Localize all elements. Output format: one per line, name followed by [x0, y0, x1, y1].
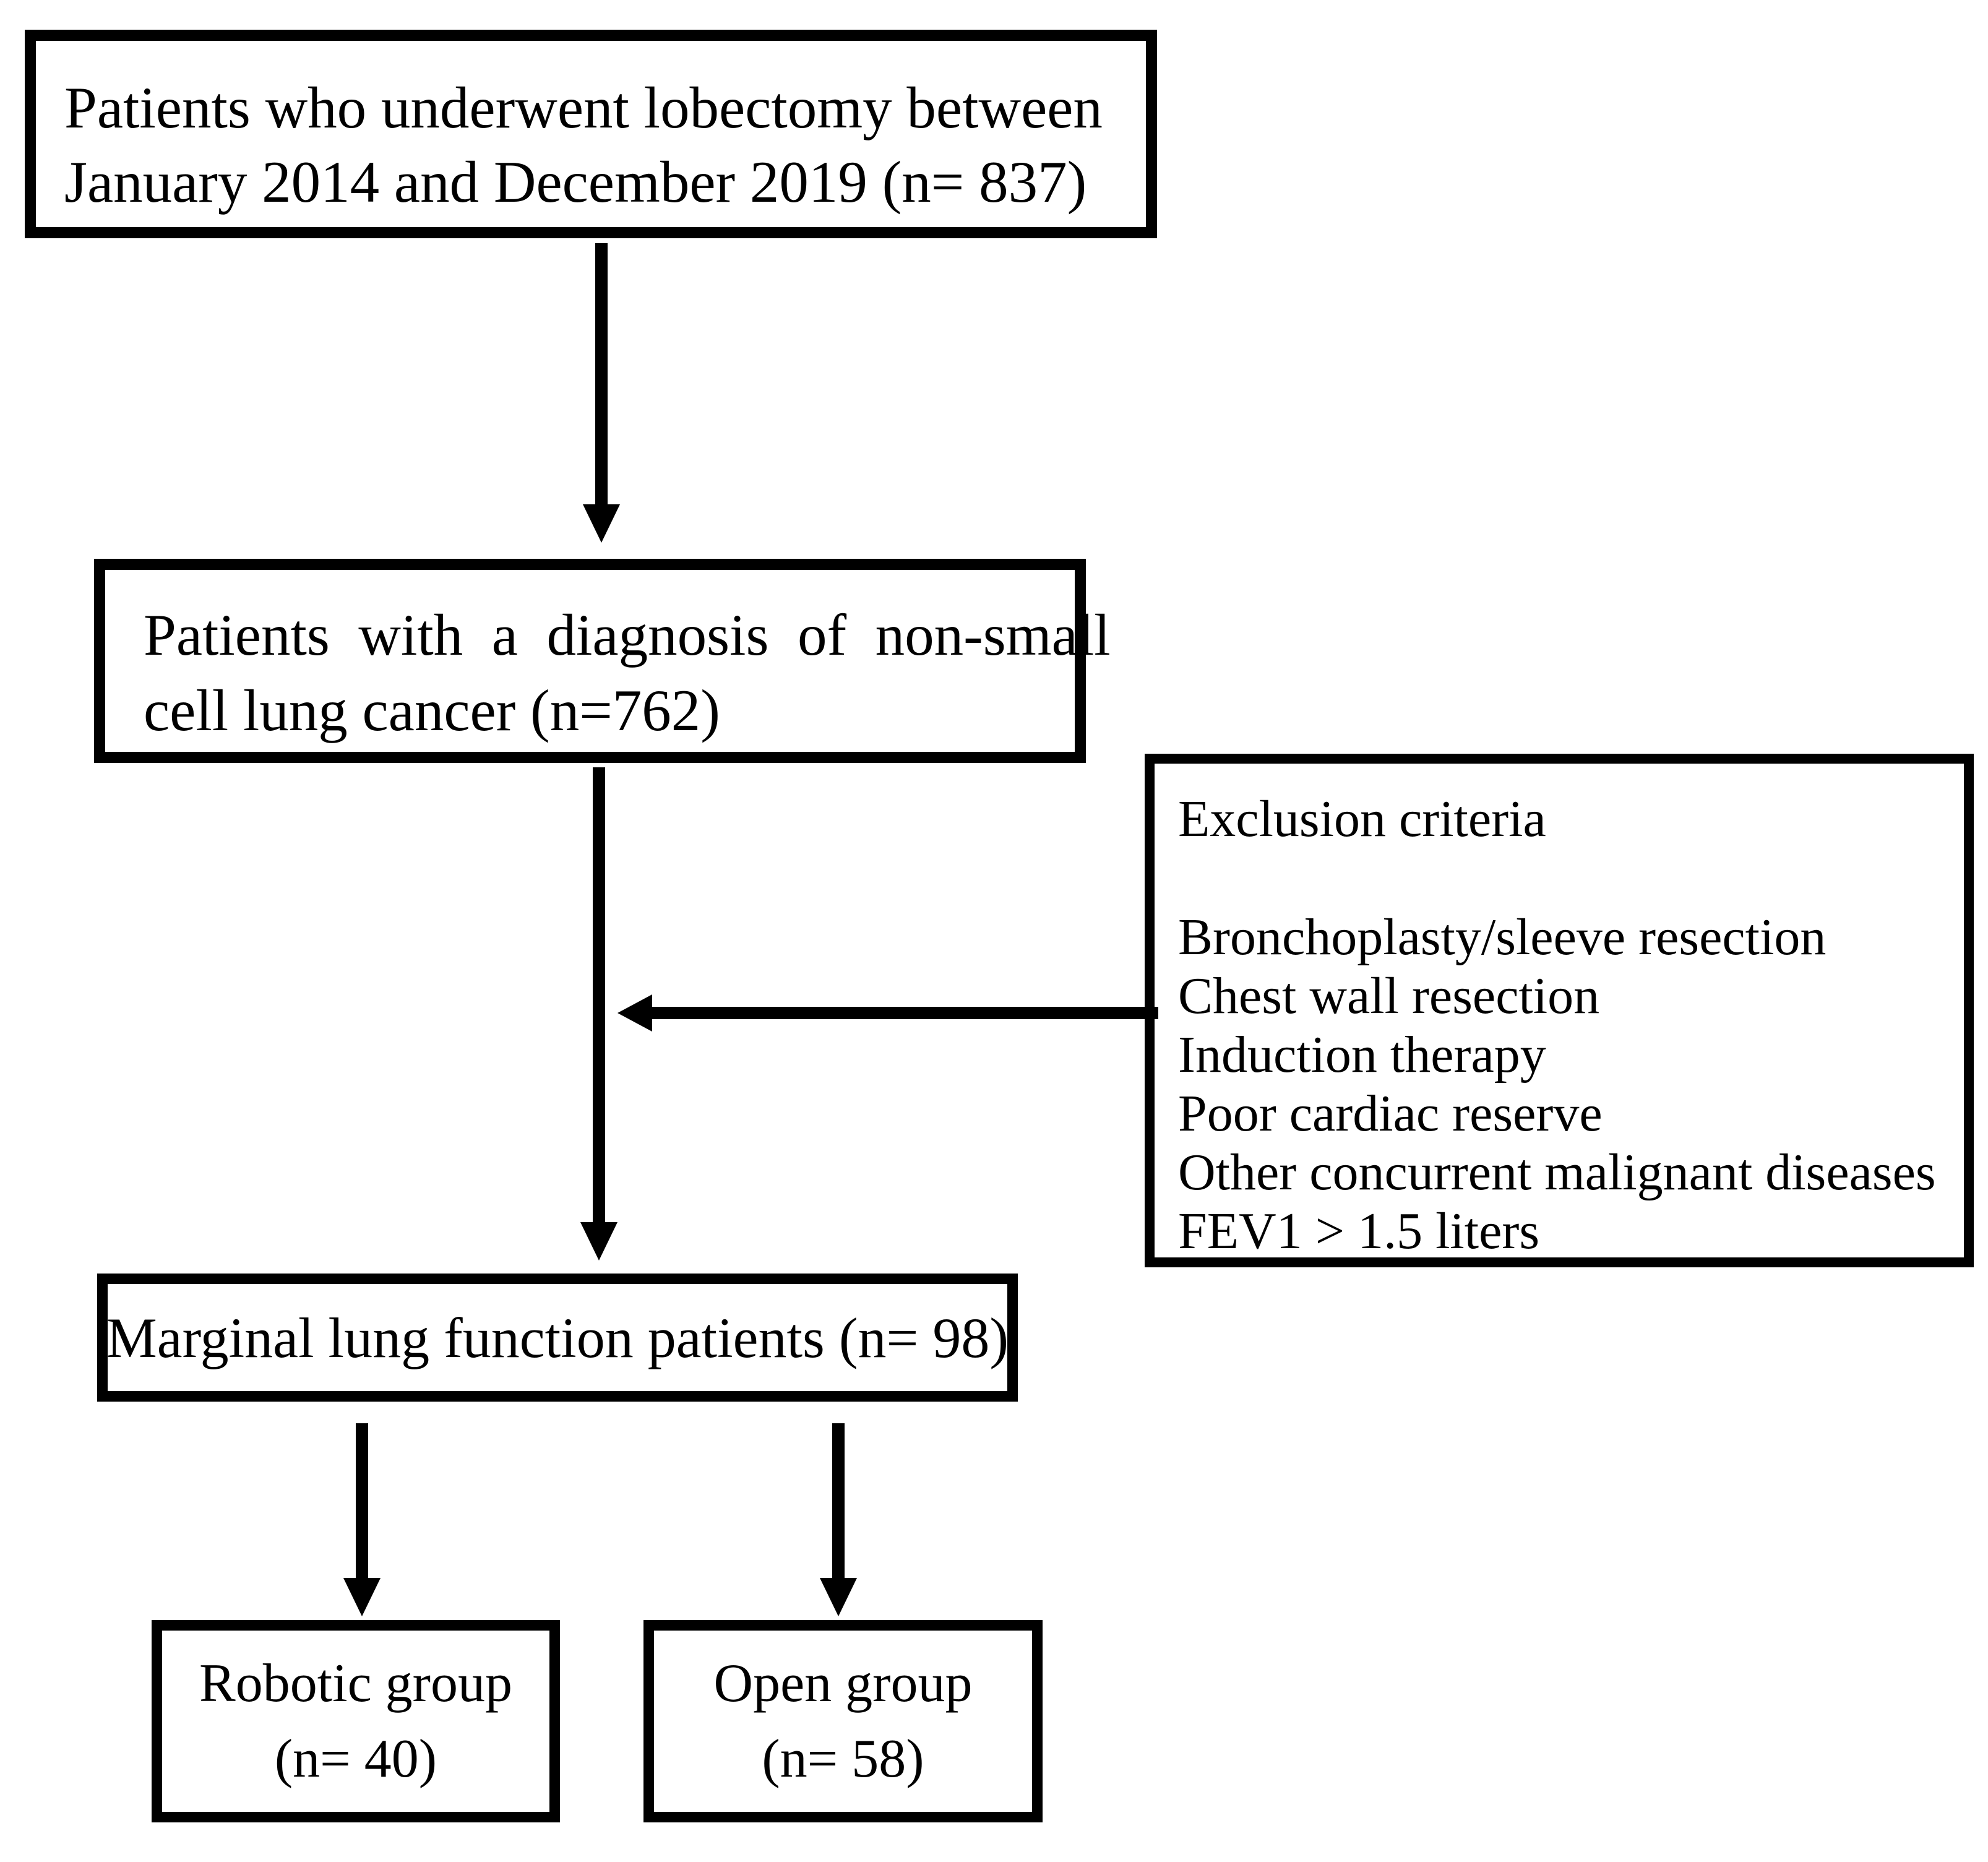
arrowhead-down-icon [583, 504, 620, 543]
arrow-shaft [595, 243, 608, 506]
box-open-group: Open group (n= 58) [643, 1620, 1043, 1822]
box-nsclc-line1: Patients with a diagnosis of non-small [144, 602, 1111, 668]
arrowhead-down-icon [343, 1578, 381, 1616]
exclusion-item: FEV1 > 1.5 liters [1178, 1202, 1540, 1260]
box-lobectomy-line1: Patients who underwent lobectomy between [64, 75, 1103, 140]
box-marginal-lung-function: Marginal lung function patients (n= 98) [97, 1274, 1018, 1402]
exclusion-item: Bronchoplasty/sleeve resection [1178, 908, 1827, 966]
box-lobectomy-line2: January 2014 and December 2019 (n= 837) [64, 149, 1087, 215]
box-robotic-line1: Robotic group [199, 1653, 512, 1713]
arrow-shaft [832, 1423, 845, 1579]
box-robotic-group: Robotic group (n= 40) [152, 1620, 560, 1822]
box-robotic-line2: (n= 40) [274, 1728, 437, 1789]
arrowhead-left-icon [617, 994, 652, 1032]
box-nsclc-line2: cell lung cancer (n=762) [144, 678, 720, 743]
box-marginal-line1: Marginal lung function patients (n= 98) [106, 1306, 1009, 1369]
box-open-line1: Open group [713, 1653, 973, 1713]
arrow-shaft [593, 767, 605, 1223]
box-open-line2: (n= 58) [762, 1728, 924, 1789]
arrowhead-down-icon [580, 1222, 617, 1261]
arrow-shaft [650, 1007, 1158, 1019]
exclusion-item: Poor cardiac reserve [1178, 1085, 1603, 1142]
box-nsclc-diagnosis: Patients with a diagnosis of non-small c… [94, 559, 1111, 763]
arrowhead-down-icon [820, 1578, 857, 1616]
exclusion-item: Induction therapy [1178, 1026, 1546, 1084]
exclusion-item: Chest wall resection [1178, 967, 1600, 1025]
box-exclusion-criteria: Exclusion criteria Bronchoplasty/sleeve … [1145, 754, 1974, 1267]
arrow-shaft [356, 1423, 368, 1579]
box-lobectomy-cohort: Patients who underwent lobectomy between… [25, 30, 1157, 238]
exclusion-item: Other concurrent malignant diseases [1178, 1144, 1936, 1201]
exclusion-title: Exclusion criteria [1178, 790, 1546, 848]
